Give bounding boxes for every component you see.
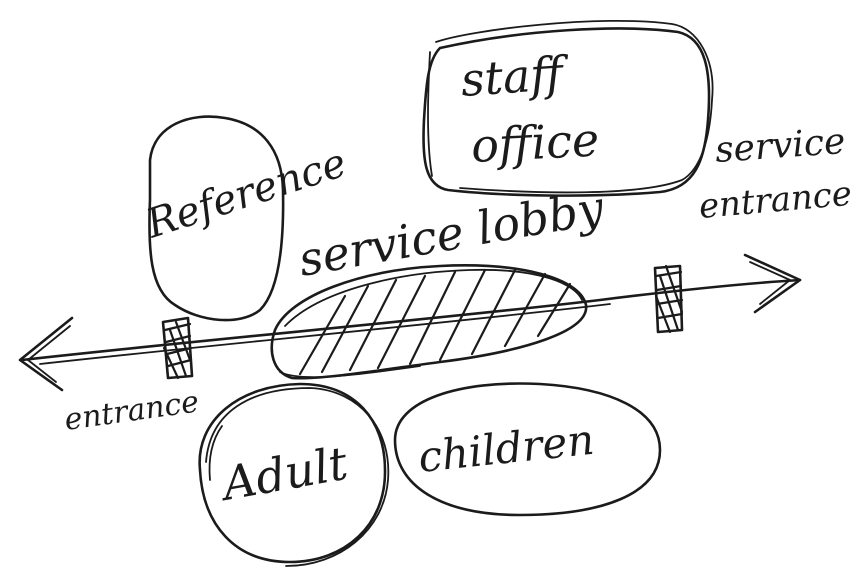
adult-label: Adult [215,436,352,512]
staff-label: staff [459,45,572,107]
children-bubble [393,382,662,517]
children-label: children [416,415,596,482]
circulation-arrow [18,253,802,392]
entrance-label: entrance [62,384,201,437]
reference-bubble [148,115,285,322]
main-entrance-door-marker [161,316,194,380]
service-entrance-door-marker [653,264,684,334]
service-label: service [714,121,847,171]
service-entrance-label: entrance [697,174,853,227]
staff-office-bubble [422,20,714,197]
office-label: office [470,112,601,173]
adult-bubble [198,382,390,567]
